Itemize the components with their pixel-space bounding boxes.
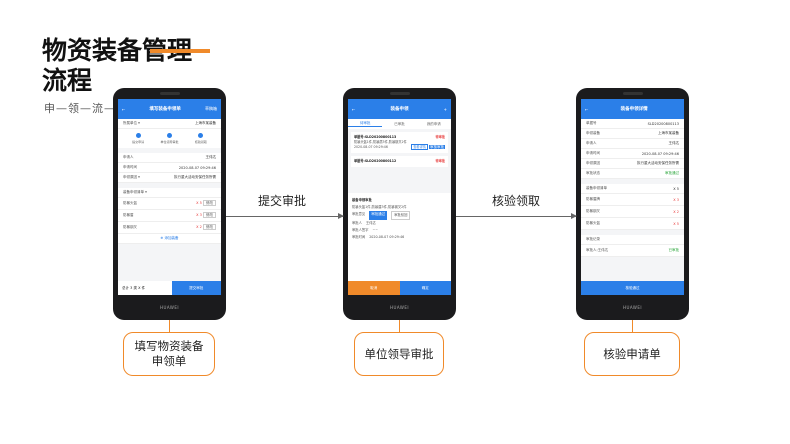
record-header: 审批记录 xyxy=(581,235,684,245)
progress-steps: 提交申请 单位领导审批 核验领取 xyxy=(118,129,221,148)
camera xyxy=(389,92,410,95)
card-content: 防暴头盔1件,防暴盾3件,防暴钢叉2件 xyxy=(354,140,407,144)
back-icon[interactable]: ← xyxy=(585,106,589,112)
camera xyxy=(622,92,643,95)
back-icon[interactable]: ← xyxy=(122,106,126,112)
connector-line xyxy=(632,320,633,332)
applicant-row: 申请人王伟达 xyxy=(581,139,684,149)
approval-dialog: 装备申领审批 防暴头盔1件,防暴盾3件,防暴钢叉2件 审批意见审批通过审批驳回 … xyxy=(348,193,451,281)
reason-row[interactable]: 申领原因 ▾执行重大活动安保任务所需 xyxy=(118,173,221,183)
nav-bar: ← 填写装备申领单 草稿箱 xyxy=(118,99,221,119)
confirm-button[interactable]: 确定 xyxy=(399,281,451,295)
unit-row: 申领装备上海市某装备 xyxy=(581,129,684,139)
add-icon[interactable]: + xyxy=(443,106,447,112)
arrow-verify xyxy=(456,213,577,219)
list-header: 装备申领清单 ▾ xyxy=(118,188,221,198)
reason-row: 申领原因执行重大活动安保任务所需 xyxy=(581,159,684,169)
back-icon[interactable]: ← xyxy=(352,106,356,112)
tab-approved[interactable]: 已审批 xyxy=(394,121,405,126)
step-submit: 提交申请 xyxy=(132,133,144,144)
submit-button[interactable]: 提交审批 xyxy=(171,281,221,295)
arrow-submit-label: 提交审批 xyxy=(258,194,307,208)
edit-button[interactable]: 修改 xyxy=(203,200,216,206)
slide-title: 物资装备管理 流程 xyxy=(42,36,192,96)
verify-button[interactable]: 核验通过 xyxy=(581,281,684,295)
tab-mine[interactable]: 我的申请 xyxy=(426,121,441,126)
nav-title: 装备申领 xyxy=(390,107,409,112)
step-approve: 单位领导审批 xyxy=(160,133,179,144)
phone-brand: HUAWEI xyxy=(389,305,410,310)
detail-button[interactable]: 查看详情 xyxy=(411,144,428,150)
phone-approve: ← 装备申领 + 待审批 已审批 我的申请 单据号:SLD20200800113… xyxy=(343,88,456,320)
camera xyxy=(159,92,180,95)
drafts-link[interactable]: 草稿箱 xyxy=(204,106,217,111)
status-badge: 审批通过 xyxy=(665,171,679,175)
reject-option[interactable]: 审批驳回 xyxy=(391,211,411,220)
unit-value: 上海市某装备 xyxy=(195,121,216,125)
arrow-verify-label: 核验领取 xyxy=(492,194,541,208)
step-box-approve: 单位领导审批 xyxy=(354,332,444,376)
connector-line xyxy=(169,320,170,332)
step-verify: 核验领取 xyxy=(195,133,207,144)
phone-brand: HUAWEI xyxy=(159,305,180,310)
nav-bar: ← 装备申领 + xyxy=(348,99,451,119)
edit-button[interactable]: 修改 xyxy=(203,224,216,230)
arrow-submit xyxy=(226,213,344,219)
step-box-verify: 核验申请单 xyxy=(584,332,680,376)
edit-button[interactable]: 修改 xyxy=(203,212,216,218)
cancel-button[interactable]: 取消 xyxy=(348,281,400,295)
dialog-actions: 取消 确定 xyxy=(348,281,451,295)
unit-row[interactable]: 所属单位 ▾ 上海市某装备 xyxy=(118,119,221,129)
title-line-2: 流程 xyxy=(42,66,93,95)
phone-screen: ← 填写装备申领单 草稿箱 所属单位 ▾ 上海市某装备 提交申请 单位领导审批 核… xyxy=(118,99,221,295)
total-text: 总计 3 类 X 件 xyxy=(118,281,172,295)
nav-bar: ← 装备申领详情 xyxy=(581,99,684,119)
submit-bar: 总计 3 类 X 件 提交审批 xyxy=(118,281,221,295)
record-item: 审批人:王伟达已审批 xyxy=(581,245,684,257)
signature-pad[interactable]: ~~ xyxy=(372,228,379,232)
status-row: 审批状态审批通过 xyxy=(581,169,684,179)
tab-pending[interactable]: 待审批 xyxy=(348,121,383,127)
step-box-apply: 填写物资装备申领单 xyxy=(123,332,215,376)
title-accent-bar xyxy=(150,49,210,53)
verify-bar: 核验通过 xyxy=(581,281,684,295)
review-button[interactable]: 审核审批 xyxy=(429,145,445,149)
tab-bar: 待审批 已审批 我的申请 xyxy=(348,119,451,129)
dialog-title: 装备申领审批 xyxy=(352,198,372,202)
phone-brand: HUAWEI xyxy=(622,305,643,310)
agree-option[interactable]: 审批通过 xyxy=(369,211,388,220)
nav-title: 装备申领详情 xyxy=(620,107,648,112)
phone-screen: ← 装备申领 + 待审批 已审批 我的申请 单据号:SLD20200800113… xyxy=(348,99,451,295)
slide-subtitle: 申—领—流— xyxy=(44,102,116,115)
unit-label: 所属单位 ▾ xyxy=(123,121,140,125)
nav-title: 填写装备申领单 xyxy=(149,107,181,112)
add-equipment-button[interactable]: ⊕ 添加装备 xyxy=(118,234,221,244)
applicant-row: 申请人王伟达 xyxy=(118,153,221,163)
dialog-content: 防暴头盔1件,防暴盾3件,防暴钢叉2件 xyxy=(352,205,407,209)
connector-line xyxy=(399,320,400,332)
phone-apply: ← 填写装备申领单 草稿箱 所属单位 ▾ 上海市某装备 提交申请 单位领导审批 核… xyxy=(113,88,226,320)
